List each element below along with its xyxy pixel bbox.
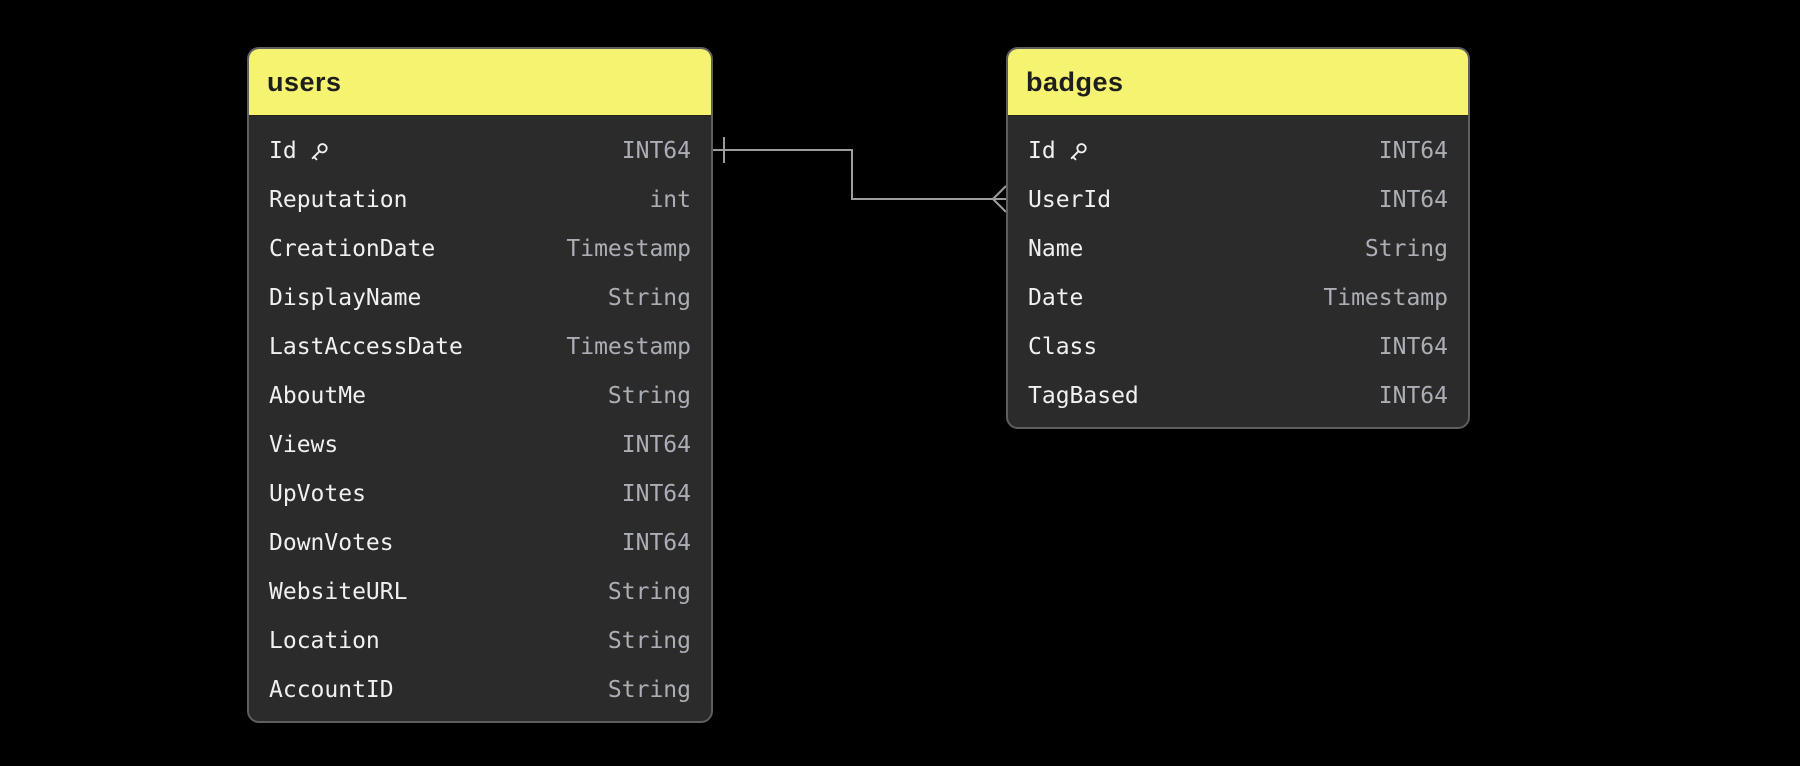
field-row[interactable]: Reputation int [249, 175, 711, 224]
field-type: Timestamp [566, 333, 691, 360]
field-name: Id [1028, 137, 1056, 164]
field-name: Class [1028, 333, 1098, 360]
field-name: TagBased [1028, 382, 1139, 409]
field-row[interactable]: WebsiteURL String [249, 567, 711, 616]
field-name: LastAccessDate [269, 333, 463, 360]
field-row[interactable]: LastAccessDate Timestamp [249, 322, 711, 371]
field-type: String [607, 627, 691, 654]
table-header-users[interactable]: users [249, 49, 711, 116]
field-type: Timestamp [1323, 284, 1448, 311]
field-row[interactable]: Id INT64 [1008, 126, 1468, 175]
field-name: DownVotes [269, 529, 394, 556]
field-name: Id [269, 137, 297, 164]
table-title: badges [1026, 66, 1124, 97]
field-row[interactable]: CreationDate Timestamp [249, 224, 711, 273]
field-name: Location [269, 627, 380, 654]
field-name: UserId [1028, 186, 1112, 213]
table-title: users [267, 66, 342, 97]
field-type: INT64 [1378, 333, 1448, 360]
relationship-elbow-line[interactable] [713, 149, 993, 200]
field-name: Reputation [269, 186, 408, 213]
field-row[interactable]: Id INT64 [249, 126, 711, 175]
table-body-badges: Id INT64 UserId INT64 Name Str [1008, 116, 1468, 427]
field-row[interactable]: AboutMe String [249, 371, 711, 420]
field-type: String [607, 284, 691, 311]
field-type: String [1364, 235, 1448, 262]
field-name: Views [269, 431, 339, 458]
table-node-users[interactable]: users Id INT64 Reputation [247, 47, 713, 723]
table-node-badges[interactable]: badges Id INT64 UserId I [1006, 47, 1470, 429]
field-row[interactable]: DisplayName String [249, 273, 711, 322]
field-row[interactable]: Class INT64 [1008, 322, 1468, 371]
field-name: Date [1028, 284, 1084, 311]
field-row[interactable]: Date Timestamp [1008, 273, 1468, 322]
field-type: String [607, 676, 691, 703]
table-body-users: Id INT64 Reputation int CreationDate [249, 116, 711, 721]
field-type: INT64 [1378, 186, 1448, 213]
field-row[interactable]: DownVotes INT64 [249, 518, 711, 567]
cardinality-many-crowfoot-icon [992, 185, 1007, 213]
field-type: INT64 [1378, 382, 1448, 409]
field-row[interactable]: Views INT64 [249, 420, 711, 469]
field-row[interactable]: UpVotes INT64 [249, 469, 711, 518]
primary-key-icon [1070, 142, 1087, 160]
relationship-line[interactable] [713, 137, 1007, 213]
field-type: int [649, 186, 691, 213]
field-type: INT64 [1378, 137, 1448, 164]
field-type: INT64 [621, 137, 691, 164]
field-type: INT64 [621, 480, 691, 507]
field-name: CreationDate [269, 235, 436, 262]
field-row[interactable]: UserId INT64 [1008, 175, 1468, 224]
field-row[interactable]: Name String [1008, 224, 1468, 273]
field-name: Name [1028, 235, 1084, 262]
field-type: String [607, 382, 691, 409]
field-name: WebsiteURL [269, 578, 408, 605]
field-name: AccountID [269, 676, 394, 703]
table-header-badges[interactable]: badges [1008, 49, 1468, 116]
field-name: UpVotes [269, 480, 366, 507]
primary-key-icon [311, 142, 328, 160]
field-name: DisplayName [269, 284, 422, 311]
field-row[interactable]: TagBased INT64 [1008, 371, 1468, 420]
field-type: String [607, 578, 691, 605]
field-row[interactable]: Location String [249, 616, 711, 665]
field-type: INT64 [621, 529, 691, 556]
field-row[interactable]: AccountID String [249, 665, 711, 714]
field-type: Timestamp [566, 235, 691, 262]
field-name: AboutMe [269, 382, 366, 409]
field-type: INT64 [621, 431, 691, 458]
